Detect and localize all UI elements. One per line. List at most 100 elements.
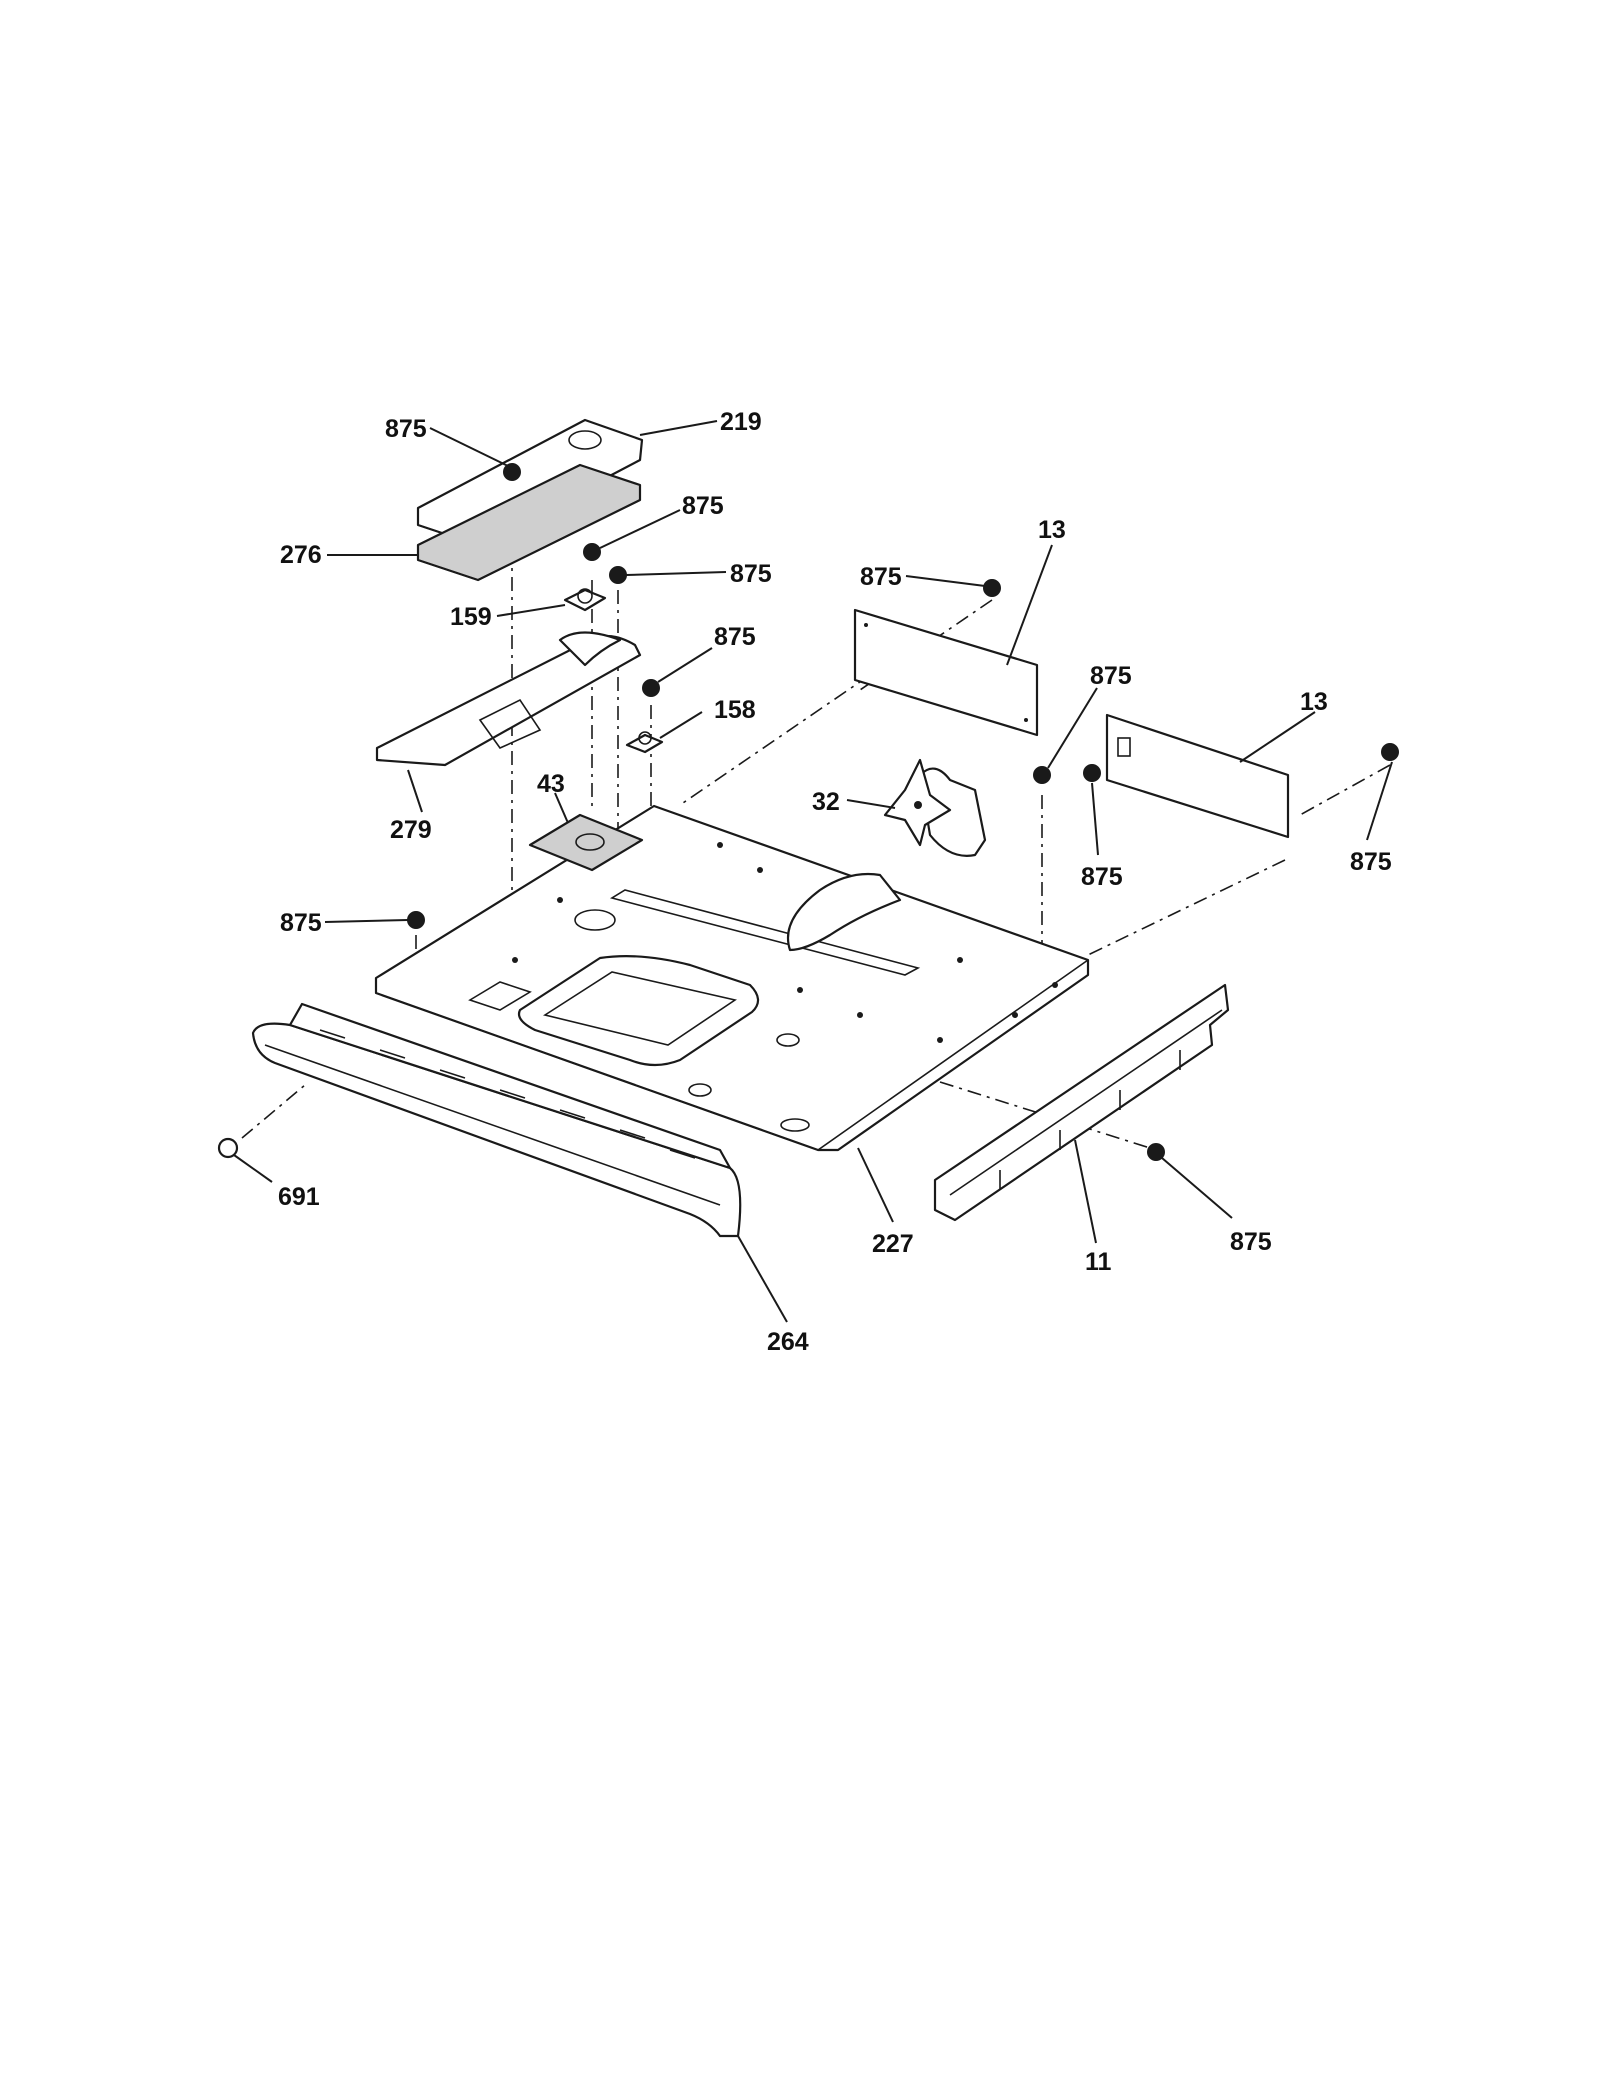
duct-hood [558,631,622,667]
label-13b: 13 [1300,688,1328,716]
label-875-top: 875 [385,415,427,443]
fan-motor-32 [883,758,987,857]
plate-43-hole [575,833,605,851]
side-rail-body [933,983,1230,1222]
leader-875-i [1161,1157,1233,1219]
base-plate-pin [757,867,763,873]
screw-875 [642,679,660,697]
callout-labels: 875 219 875 276 875 159 875 158 279 43 3… [278,408,1392,1356]
assembly-line-11 [939,1081,1151,1149]
leader-lines [233,420,1393,1323]
leader-875-a [599,509,681,549]
leader-875-g [1366,761,1393,841]
base-plate-duct [786,872,902,952]
front-trim-264 [251,1002,742,1238]
plate-43-body [528,813,644,872]
leader-875-c [657,647,713,683]
screw-875 [407,911,425,929]
thermostat-159-dial [577,588,593,604]
base-plate-pin [1012,1012,1018,1018]
label-875-i: 875 [1230,1228,1272,1256]
fan-motor-body [918,767,987,857]
base-plate-well-floor [542,971,737,1046]
leader-875-d [905,575,986,587]
side-rail-11 [933,983,1230,1222]
duct-279 [375,631,642,767]
base-plate-pin [717,842,723,848]
screw-875 [1147,1143,1165,1161]
leader-691 [233,1154,273,1183]
assembly-line-13a [679,674,871,806]
front-trim-slot [669,1149,696,1159]
leader-279 [407,769,423,813]
base-plate-hole-2 [776,1033,800,1047]
label-264: 264 [767,1328,809,1356]
base-plate-pin [557,897,563,903]
thermostat-159 [563,588,607,612]
label-219: 219 [720,408,762,436]
duct-panel [478,698,542,749]
fan-hub [914,801,922,809]
label-159: 159 [450,603,492,631]
base-plate-edge [375,959,1089,1151]
screw-875 [503,463,521,481]
label-875-g: 875 [1350,848,1392,876]
panel-13-right-body [1105,713,1290,839]
base-plate-well [517,955,760,1067]
side-rail-tabs [999,1050,1181,1190]
label-875-b: 875 [730,560,772,588]
leader-264 [737,1235,788,1323]
panel-13-right [1105,713,1290,839]
screw-875 [1381,743,1399,761]
plate-43 [528,813,644,872]
screw-875 [983,579,1001,597]
base-plate-hole-3 [688,1083,712,1097]
base-plate-pin [1052,982,1058,988]
cover-hole [568,430,602,450]
leader-227 [857,1147,894,1223]
label-279: 279 [390,816,432,844]
leader-875-f [1091,782,1099,856]
panel-13-left-body [853,608,1039,737]
label-691: 691 [278,1183,320,1211]
switch-158 [625,731,664,754]
switch-158-knob [638,731,652,745]
leader-158 [659,711,703,739]
leader-32 [846,799,896,809]
screw-875 [583,543,601,561]
leader-875-b [625,571,727,576]
panel-13-right-cutout [1117,737,1131,757]
label-158: 158 [714,696,756,724]
base-plate-pin [937,1037,943,1043]
base-plate-pin [857,1012,863,1018]
label-875-e: 875 [1090,662,1132,690]
base-plate-pin [797,987,803,993]
panel-13-left-hole [864,623,868,627]
leader-219 [639,420,718,436]
thermostat-159-body [563,588,607,612]
front-trim-edge [264,1044,721,1206]
leader-13b [1239,711,1316,763]
front-trim-slot [379,1049,406,1059]
insulation-edge [417,499,641,581]
insulation-276 [416,463,642,582]
label-11: 11 [1085,1248,1112,1276]
leader-159 [496,604,566,617]
leader-11 [1074,1139,1097,1244]
label-875-c: 875 [714,623,756,651]
label-875-d: 875 [860,563,902,591]
leader-875-h [324,919,409,923]
screw-875 [1033,766,1051,784]
screw-691 [217,1137,239,1159]
screws [217,463,1399,1161]
leader-875-e [1047,687,1098,769]
label-276: 276 [280,541,322,569]
duct-top [375,634,642,767]
assembly-line-691 [241,1084,306,1139]
front-trim-slot [319,1029,346,1039]
assembly-line-13b-right [1299,764,1391,816]
side-rail-flange [949,1009,1223,1196]
base-plate-channel [609,889,921,976]
